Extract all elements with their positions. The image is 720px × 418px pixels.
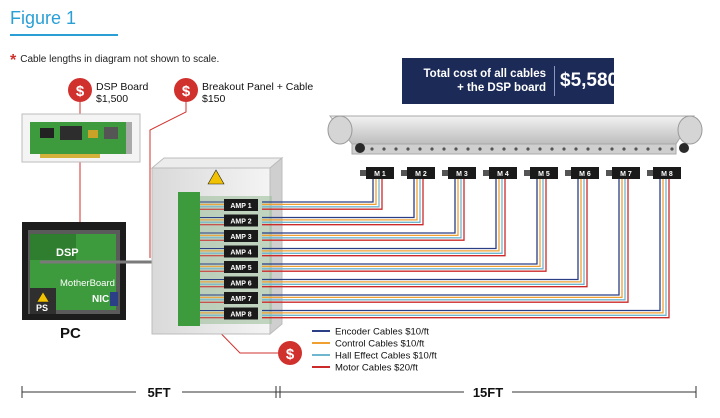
amp-module: AMP 4	[224, 245, 258, 258]
figure-title: Figure 1	[10, 8, 77, 28]
breakout-terminal	[178, 192, 200, 326]
amp-label: AMP 2	[230, 219, 251, 226]
asterisk-icon: *	[10, 52, 17, 69]
amp-module: AMP 3	[224, 230, 258, 242]
legend-item: Control Cables $10/ft	[312, 339, 425, 350]
motor-module: M 2	[401, 167, 435, 179]
amp-label: AMP 3	[230, 234, 251, 241]
motor-label: M 5	[538, 171, 550, 178]
amp-label: AMP 4	[230, 250, 251, 257]
conveyor-rollers	[370, 147, 674, 151]
total-cost-label: Total cost of all cables + the DSP board	[410, 67, 547, 95]
amp-label: AMP 1	[230, 203, 251, 210]
dsp-board-card	[21, 113, 141, 163]
amp-label: AMP 8	[230, 312, 251, 319]
legend-label: Hall Effect Cables $10/ft	[335, 351, 437, 362]
amp-module: AMP 5	[224, 261, 258, 273]
dsp-price-badge: $	[68, 78, 92, 102]
svg-text:$: $	[76, 83, 85, 100]
legend-item: Motor Cables $20/ft	[312, 363, 418, 374]
dimension-left: 5FT	[147, 385, 170, 400]
motor-module: M 7	[606, 167, 640, 179]
legend-label: Encoder Cables $10/ft	[335, 327, 429, 338]
motor-module: M 1	[360, 167, 394, 179]
legend-label: Motor Cables $20/ft	[335, 363, 418, 374]
cables-price-badge: $	[278, 341, 302, 365]
motor-label: M 8	[661, 171, 673, 178]
amp-label: AMP 6	[230, 281, 251, 288]
breakout-panel-name: Breakout Panel + Cable	[202, 81, 314, 93]
pc-title: PC	[60, 325, 81, 342]
motor-label: M 1	[374, 171, 386, 178]
breakout-cabinet	[150, 156, 284, 336]
dimension-line	[21, 386, 697, 398]
pc-motherboard-label: MotherBoard	[60, 278, 115, 289]
legend-item: Encoder Cables $10/ft	[312, 327, 429, 338]
high-voltage-icon	[207, 169, 225, 185]
amp-module: AMP 6	[224, 276, 258, 289]
total-cost-box: Total cost of all cables + the DSP board…	[402, 58, 618, 104]
total-cost-divider	[554, 66, 555, 96]
breakout-panel-label: Breakout Panel + Cable $150	[202, 81, 313, 105]
conveyor-belt	[327, 115, 703, 155]
dsp-board-name: DSP Board	[96, 81, 149, 93]
amp-label: AMP 5	[230, 265, 251, 272]
scale-note: *Cable lengths in diagram not shown to s…	[10, 52, 219, 70]
svg-text:$: $	[182, 83, 191, 100]
dsp-board-price: $1,500	[96, 93, 129, 105]
motor-label: M 2	[415, 171, 427, 178]
amp-module: AMP 1	[224, 199, 258, 211]
total-cost-label-line1: Total cost of all cables	[423, 68, 547, 80]
legend-item: Hall Effect Cables $10/ft	[312, 351, 437, 362]
motor-label: M 6	[579, 171, 591, 178]
amp-module: AMP 2	[224, 214, 258, 227]
scale-note-text: Cable lengths in diagram not shown to sc…	[20, 54, 220, 65]
amp-module: AMP 8	[224, 307, 258, 320]
motor-module: M 8	[647, 167, 681, 179]
svg-text:$: $	[286, 346, 295, 363]
amp-stack: AMP 1 AMP 2 AMP 3 AMP 4 AMP 5 AMP 6 AMP 7 AMP 8	[224, 199, 258, 320]
dsp-board-label: DSP Board $1,500	[96, 81, 148, 105]
motor-label: M 3	[456, 171, 468, 178]
panel-price-badge: $	[174, 78, 198, 102]
dimension-right: 15FT	[473, 385, 503, 400]
cable-bundle	[200, 178, 670, 319]
motor-module: M 3	[442, 167, 476, 179]
motor-module: M 4	[483, 167, 517, 179]
motor-module: M 5	[524, 167, 558, 179]
pc-ps-label: PS	[36, 303, 48, 313]
motor-row: M 1 M 2 M 3 M 4 M 5 M 6 M 7 M 8	[360, 167, 681, 179]
motor-label: M 7	[620, 171, 632, 178]
amp-module: AMP 7	[224, 292, 258, 304]
legend-label: Control Cables $10/ft	[335, 339, 425, 350]
motor-module: M 6	[565, 167, 599, 179]
pc-nic-label: NIC	[92, 294, 109, 305]
total-cost-value: $5,580	[560, 70, 619, 91]
total-cost-label-line2: + the DSP board	[457, 82, 546, 94]
pc-tower	[22, 222, 126, 320]
pc-dsp-label: DSP	[56, 247, 79, 259]
figure-title-rule	[10, 34, 118, 36]
amp-label: AMP 7	[230, 296, 251, 303]
breakout-panel-price: $150	[202, 93, 226, 105]
motor-label: M 4	[497, 171, 509, 178]
